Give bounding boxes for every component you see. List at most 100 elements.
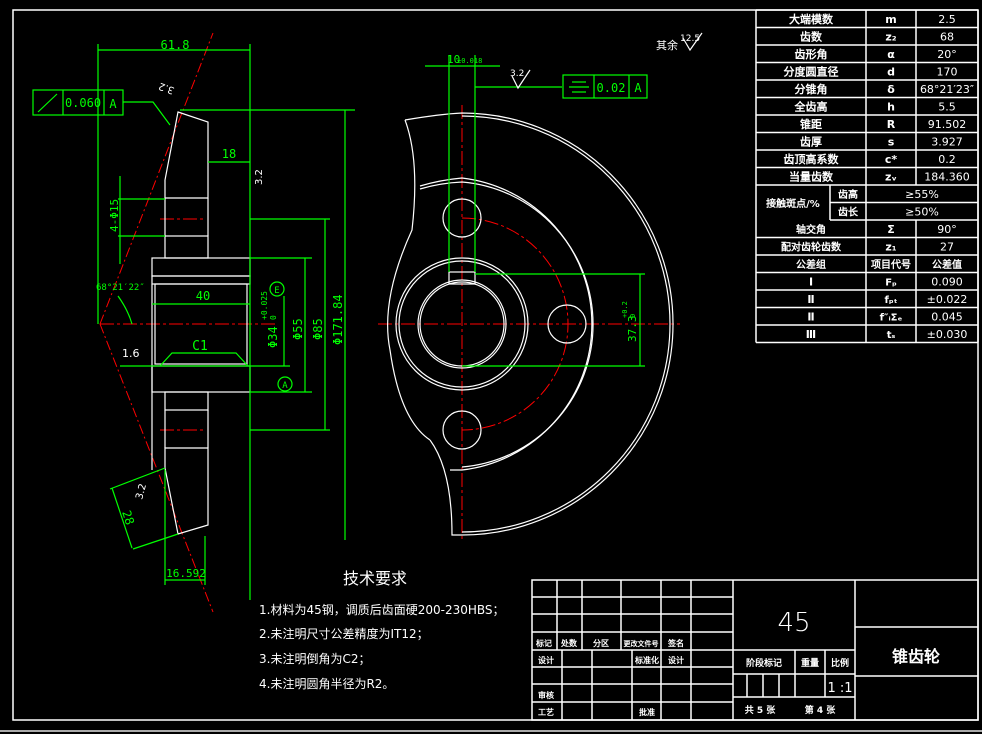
holes-dim: 4-Φ15 [108, 199, 121, 232]
bore-tol-lower: 0 [269, 315, 278, 320]
lower-hub-section [151, 365, 251, 393]
param-value: 184.360 [924, 171, 970, 184]
hub-outer-circle-2 [398, 260, 526, 388]
hole-bottom [442, 410, 482, 450]
runout-arrow-icon [37, 93, 58, 113]
part-name: 锥齿轮 [892, 647, 940, 666]
upper-bore-line [151, 275, 251, 285]
param-symbol: s [888, 136, 895, 149]
front-view [378, 32, 703, 540]
label-approve: 批准 [639, 707, 655, 717]
param-value: 68°21′23″ [920, 83, 974, 96]
tol-code: Fₚ [885, 278, 897, 289]
roughness-back: 3.2 [134, 483, 149, 501]
label-mark: 标记 [535, 638, 552, 648]
param-symbol: d [887, 66, 895, 79]
bore-tol-upper: +0.025 [260, 291, 269, 320]
param-symbol: z₂ [885, 31, 896, 44]
pitch-cone-line-upper [99, 32, 214, 325]
tol-group: Ⅲ [806, 328, 816, 341]
envelope-label: E [274, 286, 279, 296]
dim-28: 28 [119, 509, 137, 527]
param-name: 配对齿轮齿数 [781, 241, 842, 254]
roughness-web: 3.2 [254, 169, 265, 185]
label-review: 审核 [538, 690, 554, 700]
dia-85: Φ85 [311, 318, 325, 340]
param-name: 分度圆直径 [784, 65, 839, 79]
tol-group: Ⅰ [809, 276, 813, 289]
drawing-border [12, 9, 979, 721]
label-design2: 设计 [668, 655, 684, 665]
bore-dim: Φ34 [266, 326, 280, 348]
dim-28-ext-bottom [132, 533, 179, 550]
param-name: 全齿高 [794, 100, 828, 114]
keyway-width: 10 [447, 53, 460, 66]
dim-61-8: 61.8 [161, 38, 190, 52]
tol-header-group: 公差组 [796, 258, 826, 271]
keyway-depth: 37.3 [626, 316, 639, 343]
param-symbol: α [887, 48, 895, 61]
tol-code: tₛ [887, 330, 896, 341]
tol-value: ±0.022 [927, 293, 968, 306]
cut-edge [387, 119, 431, 441]
envelope-circle-icon [269, 281, 285, 297]
dim-28-ext-top [109, 467, 166, 490]
dim-40: 40 [196, 289, 210, 303]
roughness-keyway: 3.2 [510, 69, 524, 79]
param-name: 轴交角 [796, 223, 826, 236]
revision-grid [532, 580, 733, 720]
dia-55: Φ55 [291, 318, 305, 340]
param-name: 大端模数 [789, 12, 834, 26]
param-name: 分锥角 [795, 82, 828, 96]
sheet-no: 第 4 张 [805, 704, 837, 716]
upper-tooth-section [164, 111, 209, 199]
tech-req-title: 技术要求 [343, 569, 407, 588]
sym-datum: A [634, 81, 642, 95]
dim-18: 18 [222, 147, 236, 161]
contact-value: ≥50% [905, 206, 939, 219]
tech-req-1: 1.材料为45钢，调质后齿面硬200-230HBS； [259, 603, 505, 617]
upper-web-section [164, 235, 209, 259]
param-value: 170 [937, 66, 958, 79]
tech-req-2: 2.未注明尺寸公差精度为IT12； [259, 626, 429, 641]
bolt-circle [461, 217, 569, 431]
chamfer-label: C1 [192, 339, 208, 354]
dim-28-line [111, 487, 133, 549]
datum-a-label: A [282, 381, 288, 391]
param-name: 当量齿数 [789, 170, 834, 184]
hole-right [547, 304, 587, 344]
param-symbol: c* [885, 153, 898, 166]
web-ring-inner [419, 181, 594, 468]
section-view [32, 32, 355, 613]
runout-tolerance-frame [32, 89, 171, 126]
tol-value: 0.045 [931, 311, 963, 324]
runout-leader [123, 101, 171, 126]
param-name: 齿顶高系数 [784, 152, 840, 166]
lower-tooth-section [164, 447, 209, 535]
hole-top [442, 198, 482, 238]
other-roughness-label: 其余 [656, 38, 678, 52]
runout-datum: A [109, 97, 117, 111]
dim-16-592: 16.592 [166, 567, 206, 580]
param-value: 90° [937, 223, 957, 236]
param-symbol: zᵥ [885, 171, 897, 184]
tol-code: f″ᵢΣₑ [880, 313, 903, 324]
tol-header-code: 项目代号 [871, 258, 911, 271]
keyway-tol: ±0.018 [457, 57, 482, 65]
sym-value: 0.02 [597, 81, 626, 95]
tol-header-value: 公差值 [932, 258, 962, 271]
param-symbol: m [885, 13, 896, 26]
lower-web-section [164, 391, 209, 411]
keyway [448, 271, 476, 285]
param-value: 5.5 [938, 101, 956, 114]
contact-value: ≥55% [905, 188, 939, 201]
param-name: 齿数 [800, 30, 823, 44]
material-value: 45 [777, 608, 810, 638]
angle-arc [117, 295, 133, 325]
label-design: 设计 [538, 655, 554, 665]
param-value: 27 [940, 241, 954, 254]
roughness-icon-other [682, 32, 703, 52]
roughness-tooth: 3.2 [157, 80, 176, 96]
roughness-1-6: 1.6 [122, 347, 140, 360]
symmetry-tolerance-frame [562, 74, 648, 99]
